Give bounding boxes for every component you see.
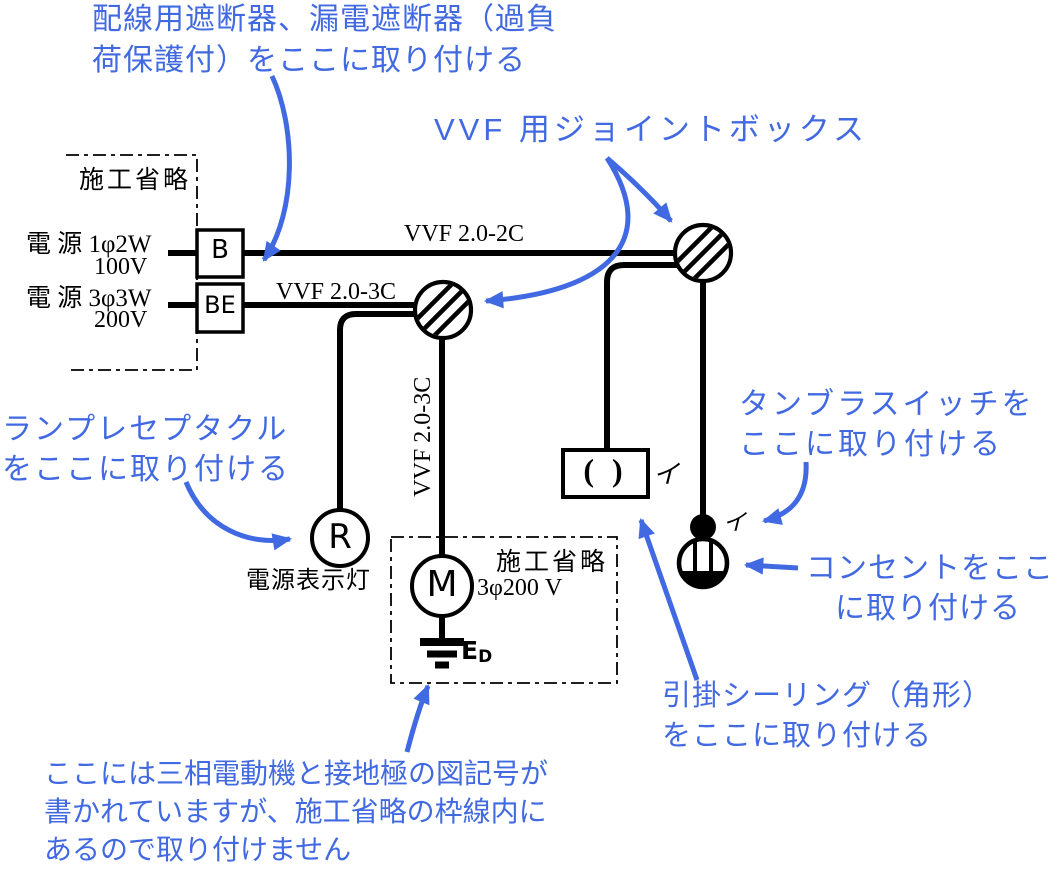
ceiling-rosette-glyph: ( ) [583, 452, 628, 488]
callout-ceiling-line2: をここに取り付ける [662, 720, 933, 752]
breaker-b-label: B [211, 235, 229, 265]
cable-label-mid: VVF 2.0-3C [276, 279, 397, 305]
callout-switch-line1: タンブラスイッチを [739, 388, 1035, 421]
callout-ceiling-line1: 引掛シーリング（角形） [662, 680, 993, 712]
callout-outlet-line1: コンセントをここ [806, 552, 1054, 585]
circuit-mark-ceiling: イ [653, 460, 680, 489]
callout-breaker-line1: 配線用遮断器、漏電遮断器（過負 [92, 3, 557, 36]
callout-motor-note-line3: あるので取り付けません [44, 834, 352, 865]
source1-label: 電 源 1φ2W [26, 231, 152, 258]
receptacle-caption: 電源表示灯 [246, 568, 371, 594]
breaker-box-b [195, 228, 245, 279]
circuit-mark-switch: イ [723, 510, 746, 535]
omission-label-motor: 施工省略 [496, 549, 609, 576]
outlet-symbol [676, 536, 730, 590]
arrow-jointbox-right [605, 156, 673, 223]
breaker-box-be [195, 282, 245, 334]
source2-label: 電 源 3φ3W [26, 285, 152, 312]
arrow-outlet [743, 557, 799, 575]
arrow-switch [761, 461, 809, 525]
callout-switch-line2: ここに取り付ける [739, 428, 1003, 461]
callout-motor-note-line2: 書かれていますが、施工省略の枠線内に [44, 796, 547, 827]
callout-motor-note-line1: ここには三相電動機と接地極の図記号が [44, 758, 549, 789]
arrow-receptacle [183, 481, 293, 551]
source1-voltage: 100V [94, 254, 148, 280]
motor-circle [410, 554, 474, 618]
ground-label-sub: D [478, 647, 493, 667]
arrow-breaker [261, 74, 292, 262]
callout-receptacle-line1: ランプレセプタクル [2, 413, 289, 446]
motor-letter: M [426, 564, 458, 605]
junction-box-left [412, 279, 474, 341]
omission-box-top [66, 154, 198, 371]
callout-breaker-line2: 荷保護付）をここに取り付ける [92, 44, 526, 77]
receptacle-circle [310, 508, 370, 568]
wire-branch-receptacle [337, 311, 420, 511]
arrow-ground [404, 684, 431, 753]
callout-outlet-line2: に取り付ける [835, 592, 1021, 625]
arrow-jointbox-left [483, 156, 631, 309]
ceiling-rosette-box [561, 448, 650, 499]
wire-branch-ceiling [604, 262, 682, 450]
ground-label: ED [461, 636, 493, 667]
junction-box-right [672, 222, 734, 284]
receptacle-letter: R [328, 517, 352, 557]
arrow-ceiling [638, 518, 700, 681]
omission-label-top: 施工省略 [79, 167, 192, 194]
omission-box-motor [390, 536, 618, 684]
switch-dot [690, 514, 716, 540]
ground-symbol [420, 638, 464, 669]
breaker-be-label: BE [204, 291, 236, 319]
ground-label-main: E [461, 636, 479, 665]
motor-rating: 3φ200 V [477, 575, 563, 601]
callout-receptacle-line2: をここに取り付ける [2, 453, 290, 486]
cable-label-vertical: VVF 2.0-3C [410, 376, 437, 497]
callout-joint-box: VVF 用ジョイントボックス [434, 112, 868, 147]
cable-label-top: VVF 2.0-2C [404, 221, 525, 247]
source2-voltage: 200V [94, 307, 148, 333]
